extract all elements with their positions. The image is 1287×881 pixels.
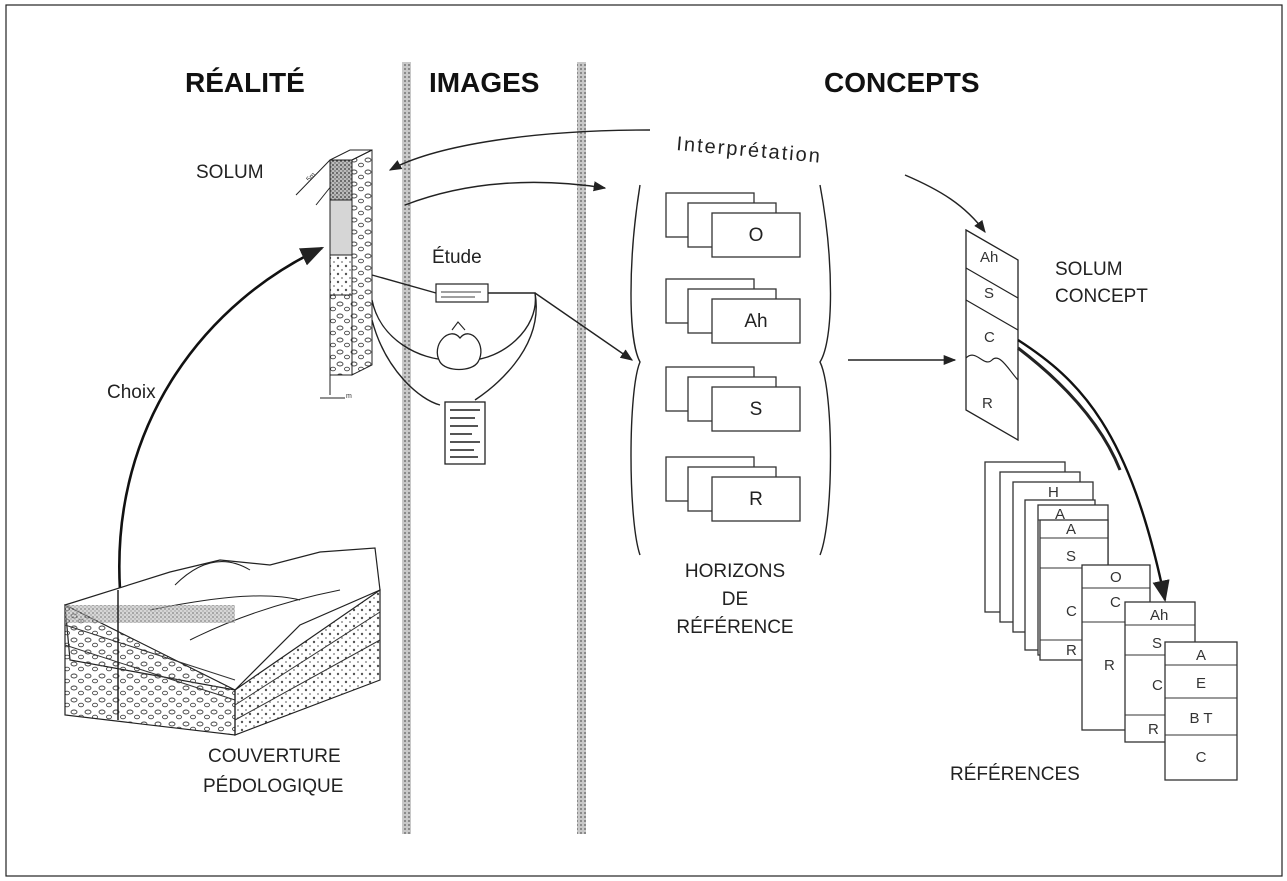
- ref-ah-c: C: [1152, 677, 1163, 694]
- etude-tag: [435, 283, 489, 303]
- horizon-card-s-label: S: [750, 399, 763, 420]
- interpretation-to-solum-concept-arrow: [904, 174, 986, 234]
- ref-a-c: C: [1196, 749, 1207, 766]
- solum-to-horizons-arrow: [404, 181, 607, 206]
- horizons-label-3: RÉFÉRENCE: [676, 617, 793, 638]
- sample-bag-icon: [436, 321, 482, 371]
- ref-back-c: C: [1066, 603, 1077, 620]
- solum-concept-column: Ah S C R: [965, 228, 1019, 442]
- etude-to-horizons-arrow: [534, 292, 634, 361]
- etude-links: [371, 274, 537, 406]
- interpretation-label: Interprétation: [676, 133, 823, 168]
- ref-back-a2: A: [1066, 521, 1076, 538]
- ref-back-s: S: [1066, 548, 1076, 565]
- header-images: IMAGES: [429, 67, 539, 98]
- ref-a-a: A: [1196, 647, 1206, 664]
- svg-text:5m: 5m: [305, 171, 317, 183]
- ref-o-o: O: [1110, 569, 1122, 586]
- etude-label: Étude: [432, 247, 482, 268]
- horizons-left-brace: [630, 184, 641, 556]
- sample-card-icon: [444, 401, 486, 465]
- references-label: RÉFÉRENCES: [950, 764, 1080, 785]
- header-concepts: CONCEPTS: [824, 67, 980, 98]
- concept-layer-r: R: [982, 395, 993, 412]
- ref-back-h: H: [1048, 484, 1059, 501]
- solum-concept-label-2: CONCEPT: [1055, 286, 1148, 307]
- ref-ah-r: R: [1148, 721, 1159, 738]
- horizon-card-ah-label: Ah: [744, 311, 767, 332]
- divider-images-concepts: [577, 62, 586, 834]
- horizon-card-s: S: [665, 366, 801, 432]
- concept-layer-ah: Ah: [980, 249, 998, 266]
- svg-text:m: m: [346, 393, 352, 400]
- references-stack: H A A S C R O C R Ah S C R A E B T C: [984, 461, 1238, 781]
- solum-profile: 5m m: [295, 149, 373, 400]
- couverture-label-1: COUVERTURE: [208, 746, 341, 767]
- solum-concept-label-1: SOLUM: [1055, 259, 1123, 280]
- choix-arrow: [118, 246, 325, 591]
- horizons-label-1: HORIZONS: [685, 561, 785, 582]
- horizons-right-brace: [819, 184, 832, 556]
- divider-realite-images: [402, 62, 411, 834]
- horizon-card-o: O: [665, 192, 801, 258]
- concept-layer-c: C: [984, 329, 995, 346]
- horizon-card-r: R: [665, 456, 801, 522]
- couverture-label-2: PÉDOLOGIQUE: [203, 776, 343, 797]
- ref-a-bt: B T: [1189, 710, 1212, 727]
- frame: [5, 4, 1283, 877]
- horizon-card-o-label: O: [749, 225, 764, 246]
- ref-ah-ah: Ah: [1150, 607, 1168, 624]
- concept-to-references-arrow: [1017, 338, 1170, 603]
- ref-a-e: E: [1196, 675, 1206, 692]
- choix-label: Choix: [107, 382, 156, 403]
- horizon-card-ah: Ah: [665, 278, 801, 344]
- header-realite: RÉALITÉ: [185, 67, 305, 98]
- ref-back-r: R: [1066, 642, 1077, 659]
- horizon-card-r-label: R: [749, 489, 763, 510]
- ref-o-c: C: [1110, 594, 1121, 611]
- interpretation-arc: [388, 129, 651, 171]
- ref-ah-s: S: [1152, 635, 1162, 652]
- ref-o-r: R: [1104, 657, 1115, 674]
- concept-layer-s: S: [984, 285, 994, 302]
- ref-back-a1: A: [1055, 506, 1065, 523]
- landscape-block: [64, 547, 381, 736]
- horizons-label-2: DE: [722, 589, 748, 610]
- solum-label: SOLUM: [196, 162, 264, 183]
